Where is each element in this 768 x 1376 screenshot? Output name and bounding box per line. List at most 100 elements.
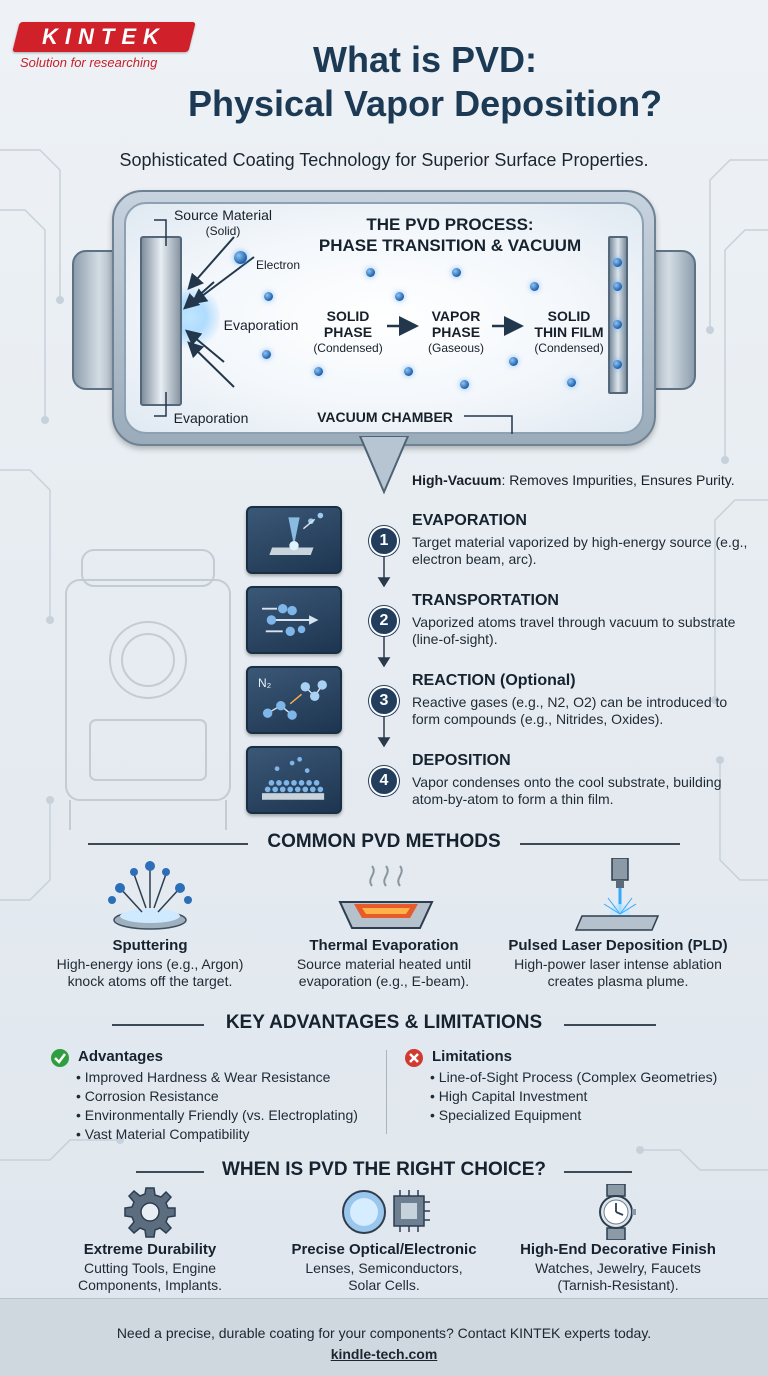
advantages-list: Improved Hardness & Wear Resistance Corr… (76, 1068, 386, 1144)
source-material-label: Source Material (173, 207, 273, 223)
list-item: Improved Hardness & Wear Resistance (76, 1068, 386, 1087)
section-divider-right (564, 1024, 656, 1026)
chamber-arrows (154, 219, 524, 434)
vacuum-chamber-label: VACUUM CHAMBER (317, 409, 453, 425)
method-title-sputtering: Sputtering (112, 937, 188, 954)
electron-label: Electron (255, 258, 301, 272)
section-divider-left (112, 1024, 204, 1026)
vapor-atom (404, 367, 413, 376)
deposited-atom (613, 360, 622, 369)
list-item: Corrosion Resistance (76, 1087, 386, 1106)
vapor-atom (567, 378, 576, 387)
vapor-atom (366, 268, 375, 277)
list-item: Vast Material Compatibility (76, 1125, 386, 1144)
choice-heading: WHEN IS PVD THE RIGHT CHOICE? (221, 1159, 547, 1180)
substrate-plate (608, 236, 628, 394)
deposited-atom (613, 320, 622, 329)
column-divider (386, 1050, 387, 1134)
vapor-atom (460, 380, 469, 389)
step-title-evaporation: EVAPORATION (412, 512, 527, 529)
limitations-title: Limitations (432, 1048, 513, 1065)
electron-atom (234, 251, 247, 264)
source-target (140, 236, 182, 406)
section-divider-right (520, 843, 680, 845)
reaction-step-icon: N₂ (246, 666, 342, 734)
logo-tagline: Solution for researching (20, 55, 158, 70)
page-title-line2: Physical Vapor Deposition? (187, 83, 663, 124)
source-material-sub: (Solid) (205, 224, 241, 238)
page-subtitle: Sophisticated Coating Technology for Sup… (119, 150, 649, 170)
section-divider-left (88, 843, 248, 845)
evaporation-step-icon (246, 506, 342, 574)
lens-chip-icon (342, 1190, 430, 1234)
list-item: Specialized Equipment (430, 1106, 750, 1125)
choice-title-decorative: High-End Decorative Finish (520, 1241, 716, 1258)
vapor-atom (452, 268, 461, 277)
evaporation-label: Evaporation (223, 317, 299, 333)
advantages-title: Advantages (78, 1048, 164, 1065)
step-title-deposition: DEPOSITION (412, 752, 511, 769)
phase-thin-film: SOLID THIN FILM (Condensed) (534, 308, 604, 355)
gear-icon (124, 1187, 176, 1238)
nitrogen-gas-label: N₂ (258, 676, 272, 690)
evaporation-bottom-label: Evaporation (173, 410, 249, 426)
phase-vapor: VAPOR PHASE (Gaseous) (427, 308, 485, 355)
process-title-line2: PHASE TRANSITION & VACUUM (318, 236, 582, 255)
method-desc-thermal-evaporation: Source material heated until evaporation… (296, 956, 472, 989)
vapor-atom (262, 350, 271, 359)
choice-title-durability: Extreme Durability (83, 1241, 217, 1258)
step-desc-deposition: Vapor condenses onto the cool substrate,… (412, 774, 722, 807)
footer-bar (0, 1298, 768, 1376)
funnel-arrow (358, 436, 410, 495)
machine-outline (65, 549, 231, 830)
vapor-atom (530, 282, 539, 291)
step-desc-reaction: Reactive gases (e.g., N2, O2) can be int… (412, 694, 728, 727)
vapor-atom (314, 367, 323, 376)
thermal-evaporation-icon (338, 865, 434, 929)
pulsed-laser-icon (574, 858, 660, 931)
method-title-thermal-evaporation: Thermal Evaporation (309, 937, 459, 954)
logo-text: KINTEK (42, 24, 166, 49)
step-number-2: 2 (369, 606, 399, 636)
limitations-list: Line-of-Sight Process (Complex Geometrie… (430, 1068, 750, 1125)
step-number-4: 4 (369, 766, 399, 796)
transportation-step-icon (246, 586, 342, 654)
step-desc-evaporation: Target material vaporized by high-energy… (412, 534, 748, 567)
check-icon (51, 1049, 69, 1067)
page-title-line1: What is PVD: (312, 39, 537, 80)
choice-desc-decorative: Watches, Jewelry, Faucets (Tarnish-Resis… (535, 1260, 701, 1293)
deposition-step-icon (246, 746, 342, 814)
vapor-atom (264, 292, 273, 301)
section-divider-right (564, 1171, 632, 1173)
vapor-atom (395, 292, 404, 301)
vapor-atom (509, 357, 518, 366)
deposited-atom (613, 282, 622, 291)
deposited-atom (613, 258, 622, 267)
sputtering-icon (108, 861, 192, 930)
footer-website-link[interactable]: kindle-tech.com (330, 1346, 438, 1362)
step-desc-transportation: Vaporized atoms travel through vacuum to… (412, 614, 736, 647)
method-title-pld: Pulsed Laser Deposition (PLD) (508, 937, 728, 954)
step-title-reaction: REACTION (Optional) (412, 672, 576, 689)
choice-title-optical: Precise Optical/Electronic (291, 1241, 477, 1258)
methods-heading: COMMON PVD METHODS (267, 831, 501, 852)
choice-desc-optical: Lenses, Semiconductors, Solar Cells. (305, 1260, 463, 1293)
watch-icon (599, 1184, 636, 1240)
process-title: THE PVD PROCESS: PHASE TRANSITION & VACU… (300, 214, 600, 256)
section-divider-left (136, 1171, 204, 1173)
method-desc-pld: High-power laser intense ablation create… (514, 956, 722, 989)
list-item: Line-of-Sight Process (Complex Geometrie… (430, 1068, 750, 1087)
list-item: High Capital Investment (430, 1087, 750, 1106)
method-desc-sputtering: High-energy ions (e.g., Argon) knock ato… (56, 956, 244, 989)
kintek-logo: KINTEK Solution for researching (12, 22, 196, 70)
choice-desc-durability: Cutting Tools, Engine Components, Implan… (78, 1260, 222, 1293)
step-title-transportation: TRANSPORTATION (412, 592, 559, 609)
footer-cta-text: Need a precise, durable coating for your… (116, 1325, 652, 1341)
step-connector (377, 550, 391, 748)
list-item: Environmentally Friendly (vs. Electropla… (76, 1106, 386, 1125)
phase-solid: SOLID PHASE (Condensed) (313, 308, 383, 355)
process-title-line1: THE PVD PROCESS: (366, 215, 534, 234)
advantages-heading: KEY ADVANTAGES & LIMITATIONS (225, 1012, 543, 1033)
step-number-1: 1 (369, 526, 399, 556)
step-number-3: 3 (369, 686, 399, 716)
